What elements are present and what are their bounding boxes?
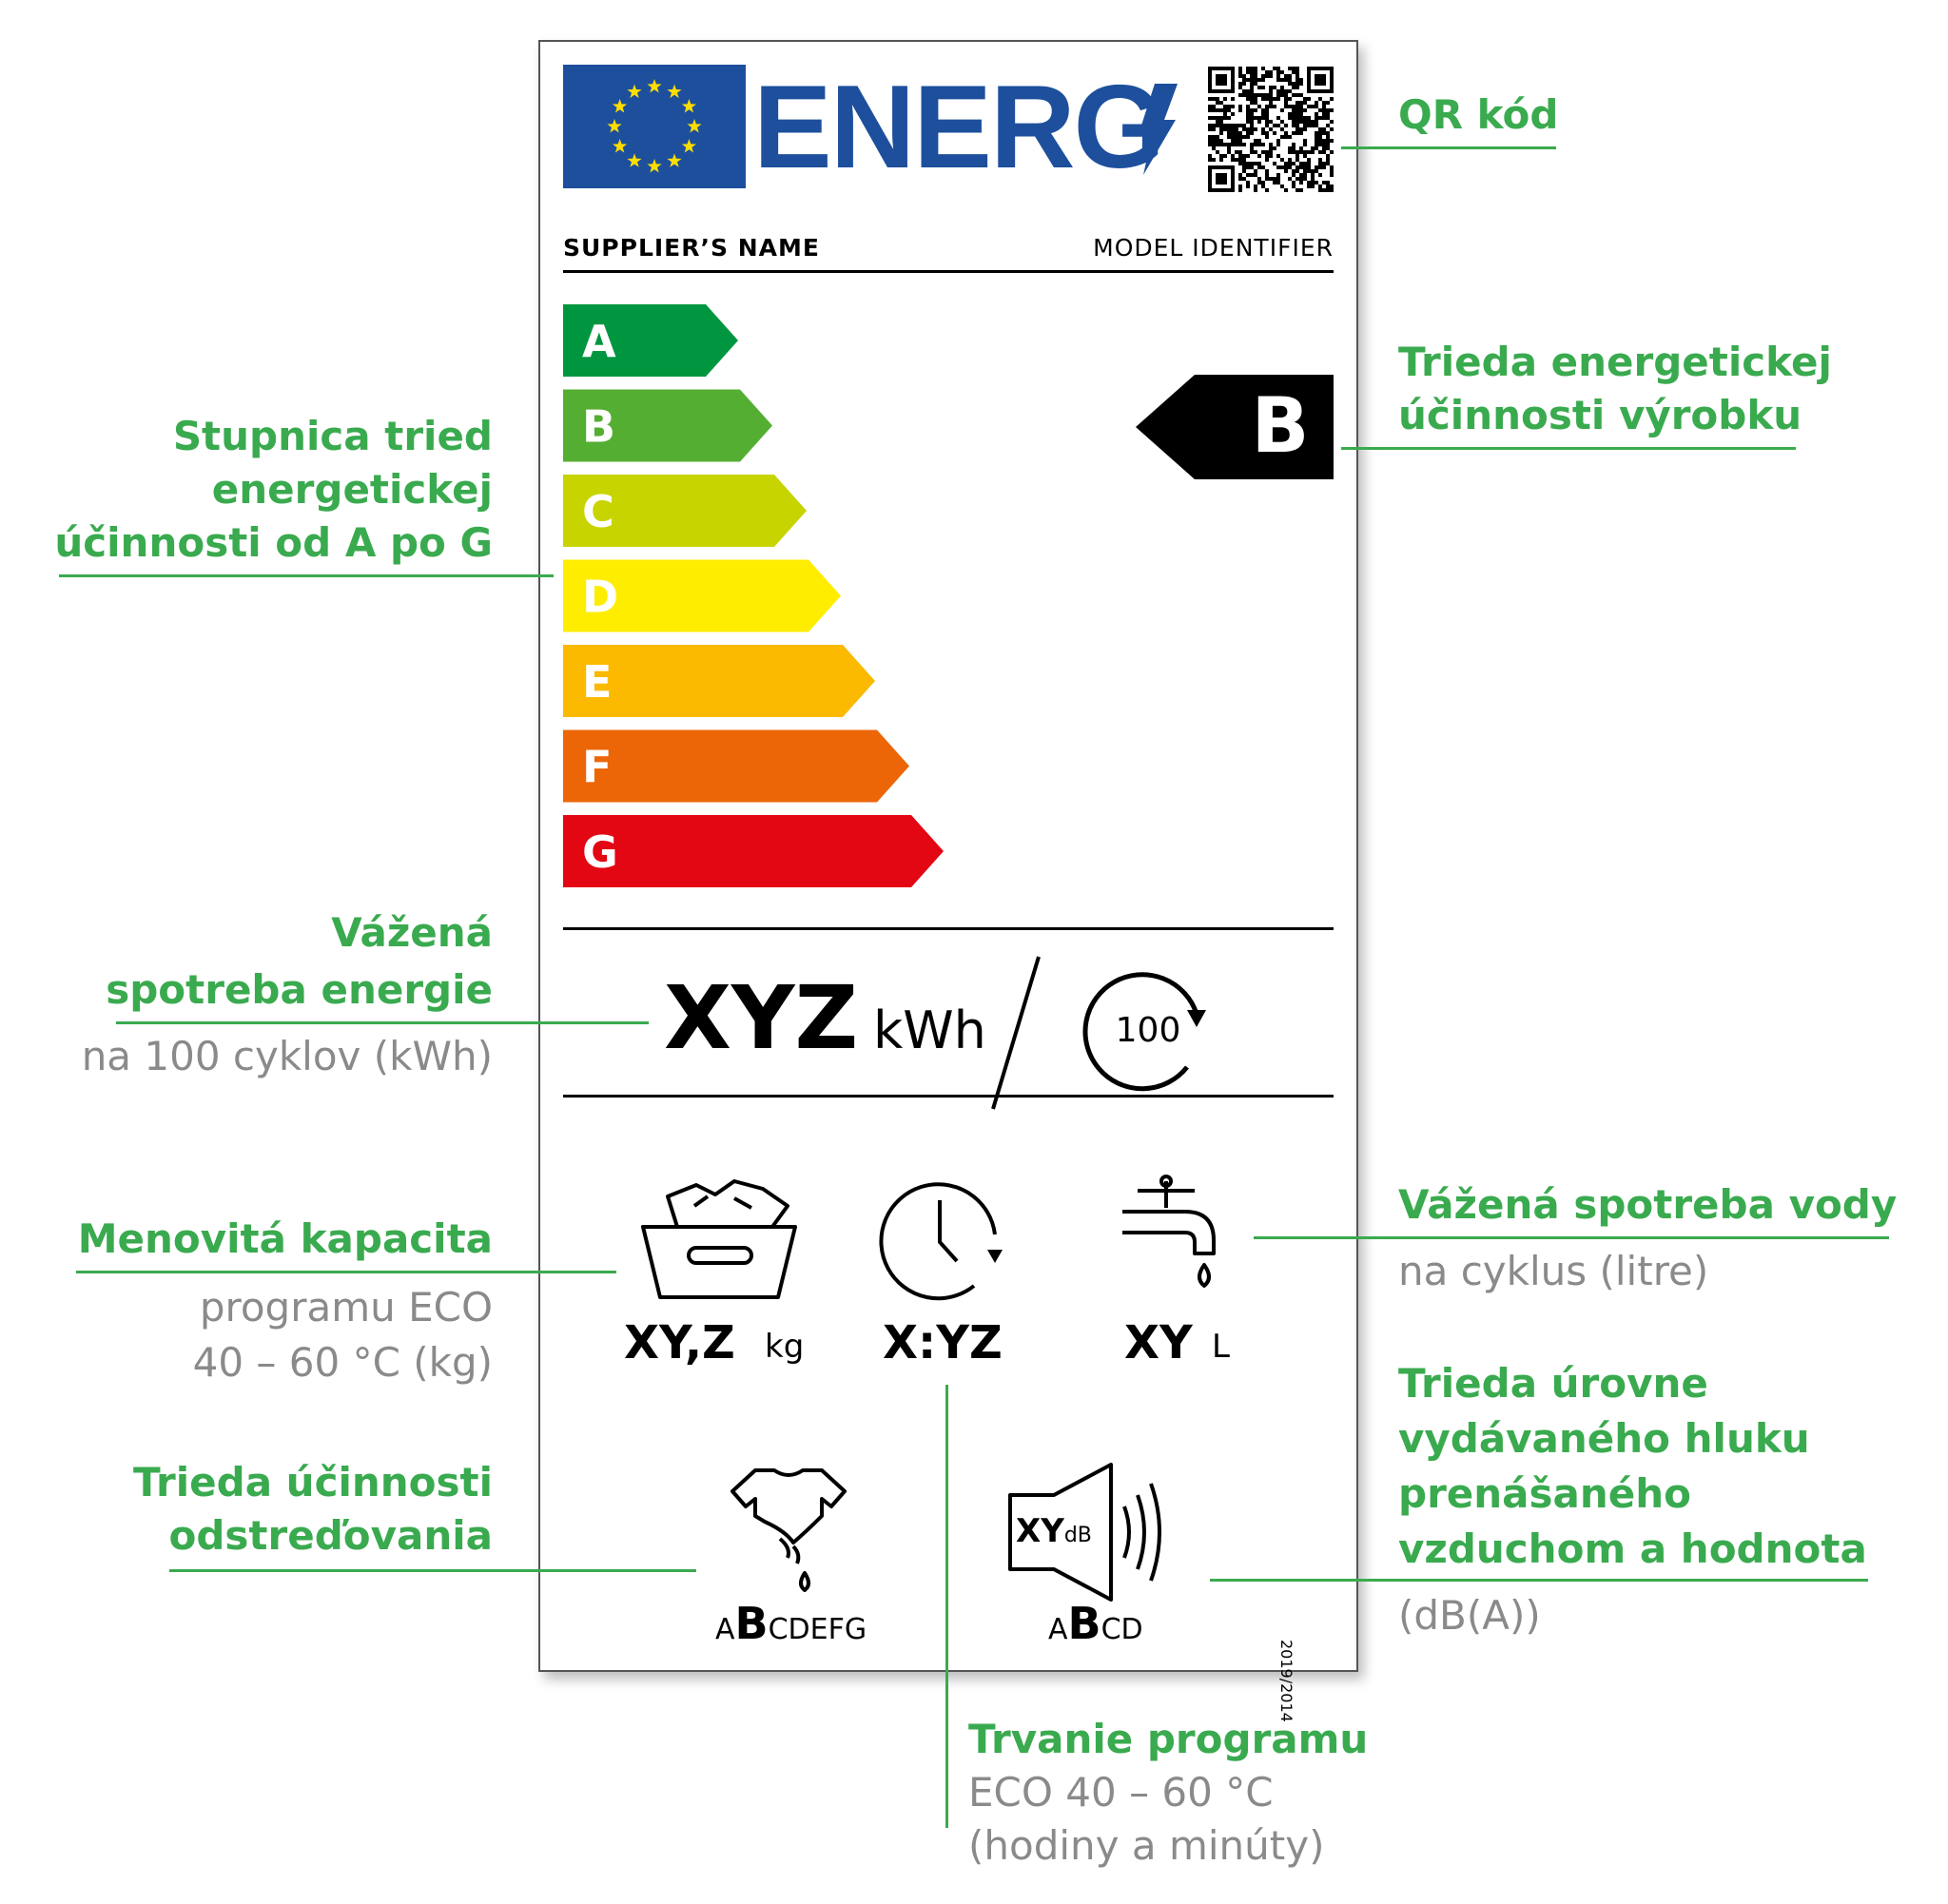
eu-star	[681, 99, 696, 113]
scale-divider	[563, 927, 1334, 930]
scale-arrow-b: B	[563, 389, 772, 462]
model-identifier: MODEL IDENTIFIER	[1093, 234, 1334, 262]
annotation-product-class-line2: účinnosti výrobku	[1398, 392, 1802, 438]
annotation-qr-code: QR kód	[1398, 91, 1559, 138]
duration-value: X:YZ	[883, 1316, 1003, 1370]
annotation-spin-line2: odstreďovania	[168, 1512, 493, 1559]
energy-value: XYZ	[664, 967, 859, 1069]
spin-shirt-icon	[730, 1468, 847, 1592]
energy-wordmark: ENERG	[753, 62, 1165, 193]
annotation-duration-title: Trvanie programu	[968, 1716, 1369, 1762]
slash-divider	[991, 956, 1041, 1110]
eu-star	[627, 84, 642, 99]
supplier-name: SUPPLIER’S NAME	[563, 234, 820, 262]
scale-arrow-f: F	[563, 729, 909, 803]
scale-letter: G	[582, 826, 618, 878]
eu-star	[613, 99, 628, 113]
leader-line-noise	[1210, 1579, 1868, 1582]
noise-class-selected: B	[1067, 1598, 1101, 1649]
annotation-water-title: Vážená spotreba vody	[1398, 1181, 1898, 1228]
eu-star	[667, 153, 682, 167]
noise-class-prefix: A	[1048, 1613, 1068, 1646]
noise-class-scale: ABCD	[1048, 1600, 1143, 1654]
eu-star	[613, 139, 628, 153]
laundry-basket-icon	[641, 1179, 797, 1299]
leader-line-duration	[945, 1385, 948, 1828]
cycles-icon	[1082, 972, 1206, 1092]
noise-class-suffix: CD	[1101, 1613, 1143, 1646]
spin-class-selected: B	[734, 1598, 769, 1649]
eu-star	[667, 84, 682, 99]
water-unit: L	[1212, 1328, 1230, 1366]
scale-arrow-e: E	[563, 645, 875, 717]
annotation-noise-detail: (dB(A))	[1398, 1592, 1541, 1639]
spin-class-scale: ABCDEFG	[715, 1600, 867, 1654]
annotation-capacity-detail1: programu ECO	[199, 1284, 493, 1331]
annotation-noise-line2: vydávaného hluku	[1398, 1415, 1810, 1462]
leader-line-spin	[169, 1569, 696, 1572]
leader-line-water	[1254, 1236, 1889, 1239]
annotation-scale-line3: účinnosti od A po G	[54, 519, 493, 566]
noise-value: XYdB	[1016, 1510, 1092, 1557]
leader-line-capacity	[76, 1271, 616, 1273]
leader-line-product-class	[1341, 447, 1796, 450]
energy-unit: kWh	[873, 1001, 986, 1060]
energy-label: ENERG SUPPLIER’S NAME MODEL IDENTIFIER A…	[538, 40, 1358, 1722]
energy-class-scale: ABCDEFG	[563, 304, 944, 887]
cycles-number: 100	[1115, 1011, 1181, 1050]
capacity-value: XY,Z	[624, 1316, 735, 1370]
noise-unit: dB	[1063, 1524, 1092, 1547]
annotation-noise-line3: prenášaného	[1398, 1470, 1691, 1517]
scale-letter: D	[582, 572, 618, 623]
lightning-icon	[1140, 84, 1178, 175]
annotation-scale-line1: Stupnica tried	[172, 413, 493, 459]
scale-letter: E	[582, 656, 612, 708]
annotation-product-class-line1: Trieda energetickej	[1398, 339, 1832, 385]
product-class-letter: B	[1251, 381, 1310, 470]
eu-star	[687, 119, 702, 133]
annotation-spin-line1: Trieda účinnosti	[133, 1459, 493, 1506]
clock-icon	[879, 1182, 1003, 1301]
noise-number: XY	[1016, 1512, 1064, 1550]
scale-letter: B	[582, 401, 615, 453]
scale-arrow-d: D	[563, 559, 841, 632]
annotation-duration-detail1: ECO 40 – 60 °C	[968, 1769, 1274, 1816]
scale-arrow-g: G	[563, 815, 944, 887]
product-class-arrow	[1136, 375, 1334, 479]
eu-star	[647, 159, 662, 173]
scale-letter: A	[582, 316, 616, 367]
spin-class-suffix: CDEFG	[768, 1613, 867, 1646]
eu-star	[681, 139, 696, 153]
annotation-noise-line4: vzduchom a hodnota	[1398, 1525, 1867, 1572]
eu-flag-icon	[563, 65, 746, 188]
energy-divider	[563, 1095, 1334, 1098]
header-divider	[563, 270, 1334, 273]
annotation-water-detail: na cyklus (litre)	[1398, 1248, 1709, 1294]
leader-line-energy	[116, 1021, 649, 1024]
scale-letter: C	[582, 486, 614, 537]
scale-arrow-c: C	[563, 475, 807, 547]
annotation-capacity-title: Menovitá kapacita	[77, 1215, 493, 1262]
annotation-noise-line1: Trieda úrovne	[1398, 1360, 1708, 1407]
capacity-unit: kg	[765, 1328, 805, 1366]
water-value: XY	[1124, 1316, 1193, 1370]
annotation-scale-line2: energetickej	[211, 466, 493, 513]
eu-star	[607, 119, 622, 133]
annotation-energy-line1: Vážená	[331, 909, 493, 956]
leader-line-scale	[59, 574, 554, 577]
spin-class-prefix: A	[715, 1613, 735, 1646]
scale-arrow-a: A	[563, 304, 738, 377]
annotation-energy-line2: spotreba energie	[106, 966, 493, 1013]
qr-code[interactable]	[1208, 67, 1334, 192]
noise-speaker-icon	[1008, 1463, 1161, 1602]
annotation-duration-detail2: (hodiny a minúty)	[968, 1822, 1325, 1869]
annotation-energy-detail: na 100 cyklov (kWh)	[81, 1033, 493, 1079]
leader-line-qr	[1341, 146, 1556, 149]
regulation-number: 2019/2014	[1277, 1640, 1295, 1722]
annotation-capacity-detail2: 40 – 60 °C (kg)	[192, 1339, 493, 1386]
eu-star	[647, 79, 662, 93]
eu-star	[627, 153, 642, 167]
water-tap-icon	[1122, 1175, 1216, 1288]
scale-letter: F	[582, 742, 612, 793]
